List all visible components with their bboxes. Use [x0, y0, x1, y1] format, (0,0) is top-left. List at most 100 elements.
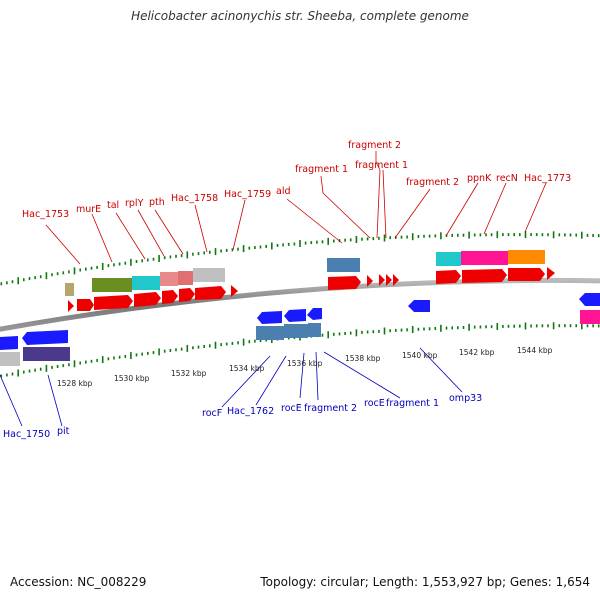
scale-tick	[45, 272, 48, 280]
gene-arrow	[462, 269, 507, 283]
scale-tick	[56, 365, 59, 368]
scale-tick	[451, 326, 453, 330]
scale-tick	[299, 240, 301, 247]
gene-arrow	[179, 288, 195, 302]
scale-tick	[73, 267, 76, 275]
scale-tick	[490, 233, 493, 237]
topology-text: Topology: circular; Length: 1,553,927 bp…	[260, 575, 590, 589]
scale-tick	[186, 251, 189, 259]
scale-tick	[163, 256, 166, 260]
feature-omp33	[580, 310, 600, 324]
scale-tick	[333, 239, 335, 243]
scale-tick	[147, 351, 149, 355]
gene-arrow	[307, 308, 322, 320]
scale-tick	[79, 361, 81, 365]
scale-tick	[428, 234, 431, 238]
scale-tick	[316, 240, 318, 244]
scale-tick	[225, 248, 228, 252]
scale-tick	[45, 364, 48, 372]
scale-tick	[214, 341, 217, 349]
scale-tick	[535, 233, 538, 237]
gene-arrow	[367, 275, 373, 287]
upper-label-rply: rplY	[125, 198, 144, 209]
upper-label-pth: pth	[149, 197, 165, 208]
scale-tick	[175, 348, 177, 352]
feature-hac-1753	[65, 283, 74, 296]
scale-tick	[169, 349, 172, 352]
scale-tick	[209, 344, 211, 348]
scale-tick	[496, 323, 499, 330]
scale-tick	[597, 324, 600, 328]
scale-tick	[62, 271, 65, 275]
scale-tick	[581, 322, 583, 330]
scale-tick	[113, 356, 115, 360]
scale-tick	[231, 248, 234, 252]
scale-tick	[56, 272, 59, 276]
scale-label: 1534 kbp	[229, 364, 265, 373]
scale-tick	[101, 263, 104, 270]
gene-arrow	[162, 290, 178, 304]
scale-tick	[271, 242, 273, 250]
scale-tick	[507, 233, 510, 237]
gene-arrow	[284, 309, 306, 322]
scale-tick	[192, 346, 194, 350]
scale-label: 1542 kbp	[459, 348, 495, 357]
gene-arrow	[257, 311, 282, 324]
gene-arrow	[579, 293, 600, 306]
scale-tick	[158, 255, 160, 262]
scale-tick	[79, 268, 81, 272]
scale-tick	[423, 327, 425, 331]
feature-roce	[308, 323, 321, 337]
scale-tick	[581, 231, 583, 239]
lower-label-pit: pit	[57, 426, 70, 437]
scale-tick	[141, 259, 143, 263]
scale-tick	[90, 359, 93, 363]
scale-tick	[73, 360, 76, 368]
upper-label-hac-1758: Hac_1758	[171, 193, 218, 204]
gene-arrow	[408, 300, 430, 312]
scale-tick	[417, 327, 420, 331]
scale-tick	[152, 257, 155, 261]
scale-tick	[485, 325, 487, 329]
scale-label: 1544 kbp	[517, 346, 553, 355]
scale-tick	[220, 343, 222, 347]
scale-tick	[457, 326, 459, 330]
scale-tick	[203, 251, 205, 255]
scale-tick	[225, 342, 228, 346]
genome-title: Helicobacter acinonychis str. Sheeba, co…	[131, 9, 469, 23]
scale-tick	[423, 234, 425, 238]
scale-tick	[547, 324, 549, 328]
feature-hac-1773	[508, 250, 545, 264]
lower-label-roce-a: rocE	[281, 403, 302, 414]
gene-arrow	[22, 330, 68, 345]
scale-tick	[96, 358, 98, 362]
scale-tick	[552, 231, 555, 239]
scale-tick	[558, 233, 561, 237]
scale-tick	[378, 329, 380, 333]
scale-tick	[310, 241, 313, 245]
scale-tick	[197, 252, 200, 256]
scale-tick	[406, 235, 408, 239]
scale-tick	[68, 363, 70, 367]
scale-tick	[192, 252, 194, 256]
scale-tick	[361, 237, 363, 241]
scale-tick	[378, 236, 380, 240]
scale-tick	[220, 249, 222, 253]
scale-tick	[389, 236, 391, 240]
gene-arrow	[68, 300, 74, 312]
scale-tick	[242, 245, 245, 253]
scale-tick	[349, 238, 352, 242]
scale-tick	[113, 263, 115, 267]
scale-tick	[203, 345, 205, 348]
scale-tick	[6, 373, 8, 377]
scale-tick	[214, 248, 217, 256]
scale-tick	[34, 368, 36, 372]
scale-tick	[502, 324, 504, 328]
scale-tick	[23, 370, 25, 374]
scale-tick	[490, 325, 493, 329]
scale-label: 1538 kbp	[345, 354, 381, 363]
scale-tick	[304, 241, 307, 245]
scale-tick	[124, 354, 127, 358]
scale-tick	[327, 237, 329, 245]
scale-tick	[592, 324, 594, 328]
